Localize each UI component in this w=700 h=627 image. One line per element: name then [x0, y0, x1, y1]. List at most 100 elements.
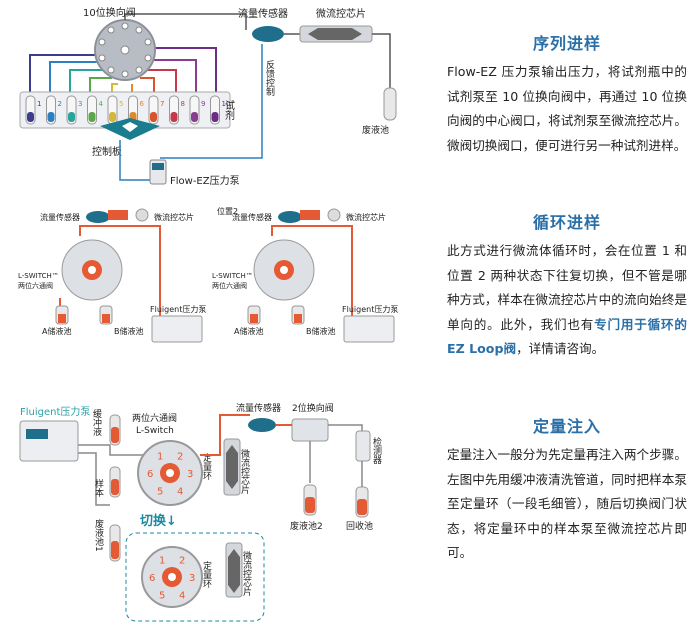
- reagent-fill: [191, 112, 198, 122]
- tube-number: 2: [58, 100, 62, 108]
- lswitch-sub: 两位六通阀: [212, 281, 247, 290]
- ez-loop-link[interactable]: 专门用于循环的EZ Loop阀: [447, 316, 688, 357]
- flow-sensor: [248, 418, 276, 432]
- flow-arrow: [300, 210, 320, 220]
- chip: [135, 208, 149, 222]
- tube-number: 5: [119, 100, 123, 108]
- port-number: 6: [147, 469, 153, 480]
- tube-number: 8: [181, 100, 185, 108]
- reagent-fill: [47, 112, 55, 122]
- port-number: 4: [179, 590, 185, 601]
- switched-state-box: [125, 532, 265, 622]
- port-number: 3: [187, 469, 193, 480]
- reagent-fill: [27, 112, 34, 122]
- reagent-fill: [68, 112, 75, 122]
- flow-sensor: [252, 26, 284, 42]
- loop-label-bottom: 定量环: [201, 560, 212, 589]
- feedback-label: 反馈控制: [264, 60, 275, 96]
- sensor-label: 流量传感器: [236, 402, 281, 414]
- lswitch-label: L-SWITCH™: [18, 272, 59, 280]
- recovery-label: 回收池: [346, 520, 373, 532]
- loop-label: 定量环: [201, 452, 212, 481]
- section-title: 循环进样: [532, 213, 601, 232]
- pump-label: Fluigent压力泵: [20, 405, 90, 418]
- buffer-label: 缓冲液: [91, 408, 102, 437]
- waste-tube: [383, 87, 397, 121]
- body-tail: ，详情请咨询。: [516, 341, 605, 356]
- flow-sensor: [86, 211, 110, 223]
- section-injection: 定量注入 定量注入一般分为先定量再注入两个步骤。左图中先用缓冲液清洗管道，同时把…: [447, 413, 687, 566]
- tube-number: 7: [160, 100, 164, 108]
- position-1-diagram: 流量传感器 微流控芯片 L-SWITCH™ 两位六通阀 A储液池 B储液池 Fl…: [18, 208, 206, 343]
- tube-number: 10: [222, 100, 231, 108]
- reagent-label: 试剂: [223, 99, 235, 121]
- reagent-fill: [170, 112, 178, 122]
- flow-sensor: [278, 211, 302, 223]
- port-number: 2: [179, 556, 185, 567]
- body-text: 此方式进行微流体循环时，会在位置 1 和位置 2 两种状态下往复切换，但不管是哪…: [447, 243, 687, 332]
- port-number: 4: [177, 486, 183, 497]
- valve-label: 10位换向阀: [83, 6, 136, 19]
- valve-label: 两位六通阀: [132, 412, 177, 424]
- lswitch-sub: 两位六通阀: [18, 281, 53, 290]
- port-number: 5: [157, 486, 163, 497]
- board-label: 控制板: [92, 145, 122, 158]
- valve-sub: L-Switch: [136, 426, 174, 436]
- sample-label: 样本: [93, 478, 104, 498]
- fluigent-pump: [151, 315, 203, 343]
- pump-label: Flow-EZ压力泵: [170, 174, 240, 187]
- lswitch-label: L-SWITCH™: [212, 272, 253, 280]
- chip: [327, 208, 341, 222]
- chip-label: 微流控芯片: [239, 448, 250, 495]
- section-body: Flow-EZ 压力泵输出压力，将试剂瓶中的试剂泵至 10 位换向阀中，再通过 …: [447, 64, 687, 153]
- port-number: 5: [159, 590, 165, 601]
- b-label: B储液池: [306, 326, 336, 336]
- switch-label: 切换↓: [140, 513, 177, 529]
- detector-label: 检测器: [371, 436, 382, 464]
- tube-number: 6: [140, 100, 145, 108]
- waste2-label: 废液池2: [290, 520, 323, 532]
- position-label: 位置2: [217, 206, 238, 216]
- pump-label: Fluigent压力泵: [342, 304, 398, 314]
- port-number: 2: [177, 452, 183, 463]
- reagent-tubes: 1 2 3 4 5 6 7 8 9 10: [25, 95, 231, 125]
- chip-label: 微流控芯片: [154, 212, 194, 222]
- section-body: 定量注入一般分为先定量再注入两个步骤。左图中先用缓冲液清洗管道，同时把样本泵至定…: [447, 447, 687, 560]
- port-number: 6: [149, 573, 155, 584]
- diagram-injection: Fluigent压力泵 缓冲液 样本 废液池1 两位六通阀 L-Switch 1…: [19, 402, 382, 622]
- sensor-label: 流量传感器: [232, 212, 272, 222]
- section-recirculation: 循环进样 此方式进行微流体循环时，会在位置 1 和位置 2 两种状态下往复切换，…: [447, 209, 687, 362]
- section-body: 此方式进行微流体循环时，会在位置 1 和位置 2 两种状态下往复切换，但不管是哪…: [447, 239, 687, 362]
- valve2-label: 2位换向阀: [292, 402, 334, 414]
- chip-label: 微流控芯片: [346, 212, 386, 222]
- section-title: 定量注入: [532, 417, 601, 436]
- section-title: 序列进样: [532, 34, 601, 53]
- pump-label: Fluigent压力泵: [150, 304, 206, 314]
- section-sequential: 序列进样 Flow-EZ 压力泵输出压力，将试剂瓶中的试剂泵至 10 位换向阀中…: [447, 30, 687, 158]
- port-number: 3: [189, 573, 195, 584]
- fluigent-pump: [19, 420, 79, 462]
- diagram-recirculation: 流量传感器 微流控芯片 L-SWITCH™ 两位六通阀 A储液池 B储液池 Fl…: [18, 206, 398, 343]
- position-2-diagram: 位置2 流量传感器 微流控芯片 L-SWITCH™ 两位六通阀 A储液池 B储液…: [212, 206, 398, 343]
- tube-number: 4: [99, 100, 104, 108]
- tube-number: 1: [37, 100, 41, 108]
- waste-label: 废液池: [362, 124, 389, 136]
- port-number: 1: [159, 556, 165, 567]
- reagent-fill: [150, 112, 157, 122]
- tube-number: 3: [78, 100, 82, 108]
- sensor-label: 流量传感器: [40, 212, 80, 222]
- chip-label: 微流控芯片: [316, 7, 366, 20]
- a-label: A储液池: [234, 326, 263, 336]
- fluigent-pump: [343, 315, 395, 343]
- two-way-valve: [291, 418, 329, 442]
- tube-number: 9: [201, 100, 205, 108]
- b-label: B储液池: [114, 326, 144, 336]
- reagent-fill: [109, 112, 116, 122]
- reagent-fill: [211, 112, 219, 122]
- a-label: A储液池: [42, 326, 71, 336]
- chip-label-bottom: 微流控芯片: [241, 550, 252, 597]
- sensor-label: 流量传感器: [238, 7, 288, 20]
- port-number: 1: [157, 452, 163, 463]
- waste1-label: 废液池1: [93, 518, 104, 552]
